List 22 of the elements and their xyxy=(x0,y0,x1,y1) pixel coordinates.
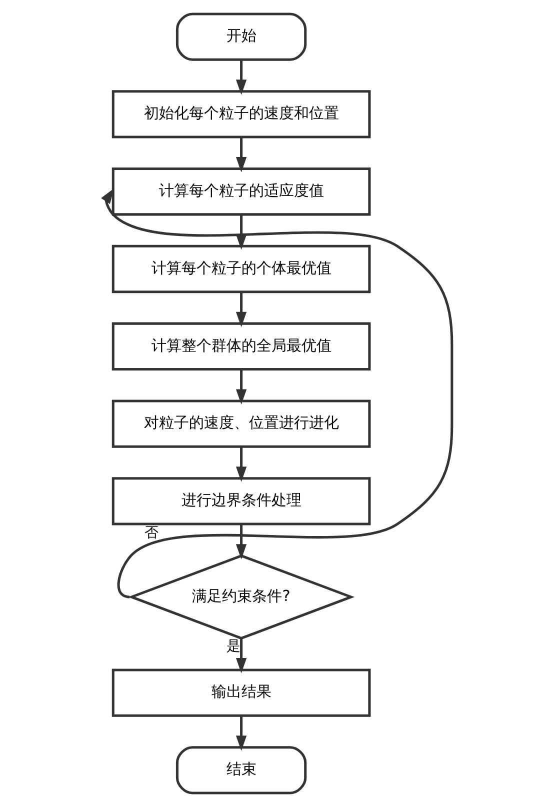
node-box: 计算整个群体的全局最优值 xyxy=(111,322,370,370)
node-box: 初始化每个粒子的速度和位置 xyxy=(111,90,370,138)
node-box: 输出结果 xyxy=(111,668,370,717)
node-box: 对粒子的速度、位置进行进化 xyxy=(111,400,370,448)
node-diamond: 满足约束条件? xyxy=(127,554,354,640)
node-box: 计算每个粒子的适应度值 xyxy=(111,168,370,216)
arrow xyxy=(235,638,246,674)
arrow xyxy=(235,292,246,328)
arrow xyxy=(235,524,246,560)
edge-label: 是 xyxy=(226,638,240,654)
arrow xyxy=(235,214,246,250)
node-box: 结束 xyxy=(175,746,306,794)
edge-label: 否 xyxy=(144,524,158,541)
arrow xyxy=(235,137,246,172)
node-box: 进行边界条件处理 xyxy=(111,477,370,526)
arrow xyxy=(235,716,246,751)
node-box: 计算每个粒子的个体最优值 xyxy=(111,244,370,294)
arrow xyxy=(235,446,246,482)
arrow xyxy=(100,188,453,598)
arrow xyxy=(235,369,246,405)
node-box: 开始 xyxy=(175,12,306,61)
arrow xyxy=(235,60,246,95)
